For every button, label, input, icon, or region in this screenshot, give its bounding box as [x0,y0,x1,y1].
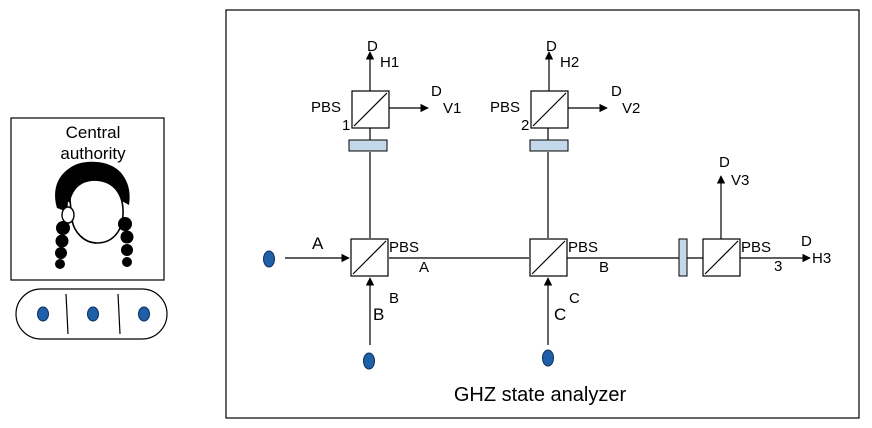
pbs-2 [530,90,569,129]
output-label-h2: H2 [560,54,579,71]
analyzer-frame [225,9,860,419]
pbs-number-1: 1 [342,117,350,134]
detector-label-h2: D [546,38,557,55]
output-label-v1: V1 [443,100,461,117]
input-label-a: A [312,234,324,253]
path-label-c-vertical: C [569,290,580,307]
detector-label-v3: D [719,154,730,171]
photon-source-b [363,352,375,370]
detector-label-h1: D [367,38,378,55]
path-label-b: B [599,259,609,276]
input-label-b: B [373,305,384,324]
pbs-number-3: 3 [774,258,782,275]
photon-capsule [15,288,168,340]
pbs-label-a: PBS [389,239,419,256]
output-label-h1: H1 [380,54,399,71]
detector-label-h3: D [801,233,812,250]
wave-plate-2 [529,139,569,152]
authority-title-line1: Central [66,123,121,142]
capsule-divider [117,293,121,335]
output-label-h3: H3 [812,250,831,267]
photon-dot [37,306,49,322]
central-authority-panel: Central authority [10,117,168,340]
pbs-label-1: PBS [311,99,341,116]
analyzer-caption: GHZ state analyzer [454,384,627,406]
detector-label-v1: D [431,83,442,100]
pbs-3 [702,238,741,277]
output-label-v2: V2 [622,100,640,117]
detector-label-v2: D [611,83,622,100]
wave-plate-1 [348,139,388,152]
photon-dot [87,306,99,322]
path-label-a: A [419,259,429,276]
output-label-v3: V3 [731,172,749,189]
photon-source-c [542,349,554,367]
pbs-label-b: PBS [568,239,598,256]
photon-dot [138,306,150,322]
photon-source-a [263,250,275,268]
authority-person-icon [55,161,134,269]
pbs-label-2: PBS [490,99,520,116]
pbs-label-3: PBS [741,239,771,256]
authority-title-line2: authority [60,144,126,163]
pbs-a [350,238,389,277]
pbs-b [529,238,568,277]
pbs-number-2: 2 [521,117,529,134]
input-label-c: C [554,305,566,324]
capsule-divider [65,293,69,335]
ghz-analyzer-panel: D H1 D V1 D H2 D V2 D V3 D H3 PBS 1 PBS … [225,9,860,419]
path-label-b-vertical: B [389,290,399,307]
pbs-1 [351,90,390,129]
wave-plate-3 [678,238,688,277]
